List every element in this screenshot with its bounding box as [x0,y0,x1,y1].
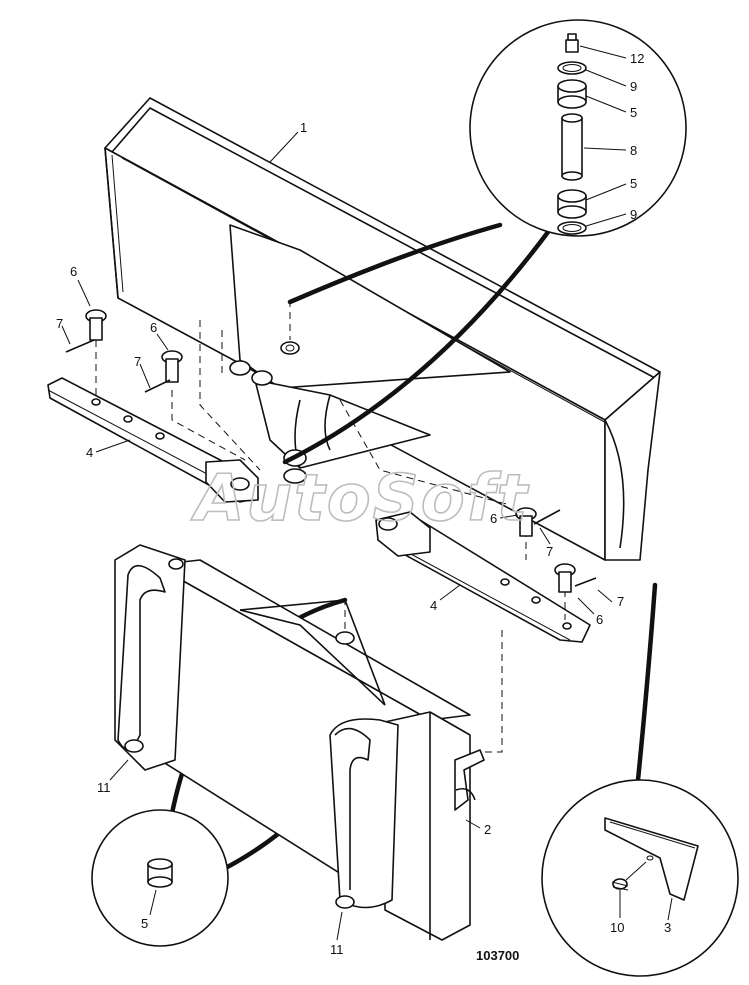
clevis-pin [161,350,183,383]
detail-circle-bushing [91,809,229,947]
leader-line [465,819,481,829]
callout-5-bottom: 5 [630,176,637,191]
leader-line [287,222,503,305]
callout-11-left: 11 [97,780,111,795]
callout-6-a: 6 [70,264,77,279]
leader-line [156,333,169,351]
leader-line [597,589,613,603]
callout-5-circle: 5 [141,916,148,931]
callout-7-a: 7 [56,316,63,331]
leader-line [95,439,131,453]
drawing-number: 103700 [476,948,519,963]
callout-2: 2 [484,822,491,837]
push-arm-right [375,511,591,643]
leader-line [499,514,519,519]
detail-circle-pivot-pin [469,19,687,237]
leader-line [61,325,71,345]
callout-4-right: 4 [430,598,437,613]
leader-line [282,229,551,465]
callout-8: 8 [630,143,637,158]
callout-7-d: 7 [617,594,624,609]
callout-6-c: 6 [490,511,497,526]
leader-line [577,597,595,615]
callout-3: 3 [664,920,671,935]
blade-mount-bracket [199,224,511,506]
leader-line [539,527,551,545]
callout-1: 1 [300,120,307,135]
leader-line [635,582,658,783]
callout-11-bottom: 11 [330,942,344,957]
quick-attach-frame [114,544,503,941]
push-arm-left [47,340,259,503]
cotter-pin [574,577,597,587]
detail-circle-cutting-edge [541,779,739,977]
cotter-pin [533,509,561,525]
callout-5-top: 5 [630,105,637,120]
leader-line [336,911,343,941]
callout-4-left: 4 [86,445,93,460]
cotter-pin [144,379,171,393]
callout-10: 10 [610,920,624,935]
clevis-pin [85,309,107,341]
leader-line [139,363,151,389]
leader-line [269,131,299,163]
callout-7-c: 7 [546,544,553,559]
clevis-pin [515,507,537,537]
watermark: AutoSoft [190,462,530,536]
callout-7-b: 7 [134,354,141,369]
leader-line [439,584,461,601]
callout-9-top: 9 [630,79,637,94]
callout-9-bottom: 9 [630,207,637,222]
cotter-pin [65,339,95,353]
leader-line [77,279,91,307]
callout-6-b: 6 [150,320,157,335]
clevis-pin [554,563,576,593]
callout-6-d: 6 [596,612,603,627]
callout-12: 12 [630,51,644,66]
leader-line [109,759,129,781]
